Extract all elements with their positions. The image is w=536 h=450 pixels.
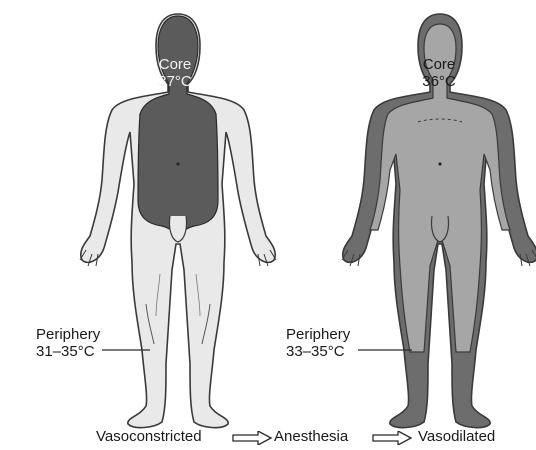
left-core-label: Core 37°C [150, 56, 200, 90]
left-periphery-label: Periphery 31–35°C [36, 326, 156, 360]
right-core-title: Core [414, 56, 464, 73]
left-core-temp: 37°C [150, 73, 200, 90]
right-core-label: Core 36°C [414, 56, 464, 90]
step-vasodilated: Vasodilated [418, 428, 495, 445]
step-anesthesia: Anesthesia [274, 428, 348, 445]
left-periphery-temp: 31–35°C [36, 343, 156, 360]
right-arrow-icon [372, 431, 412, 445]
right-arrow-icon [232, 431, 272, 445]
left-periphery-title: Periphery [36, 326, 156, 343]
right-periphery-label: Periphery 33–35°C [286, 326, 406, 360]
right-core-temp: 36°C [414, 73, 464, 90]
right-periphery-temp: 33–35°C [286, 343, 406, 360]
process-flow: Vasoconstricted Anesthesia Vasodilated [0, 428, 536, 448]
right-periphery-title: Periphery [286, 326, 406, 343]
step-vasoconstricted: Vasoconstricted [96, 428, 202, 445]
left-core-title: Core [150, 56, 200, 73]
